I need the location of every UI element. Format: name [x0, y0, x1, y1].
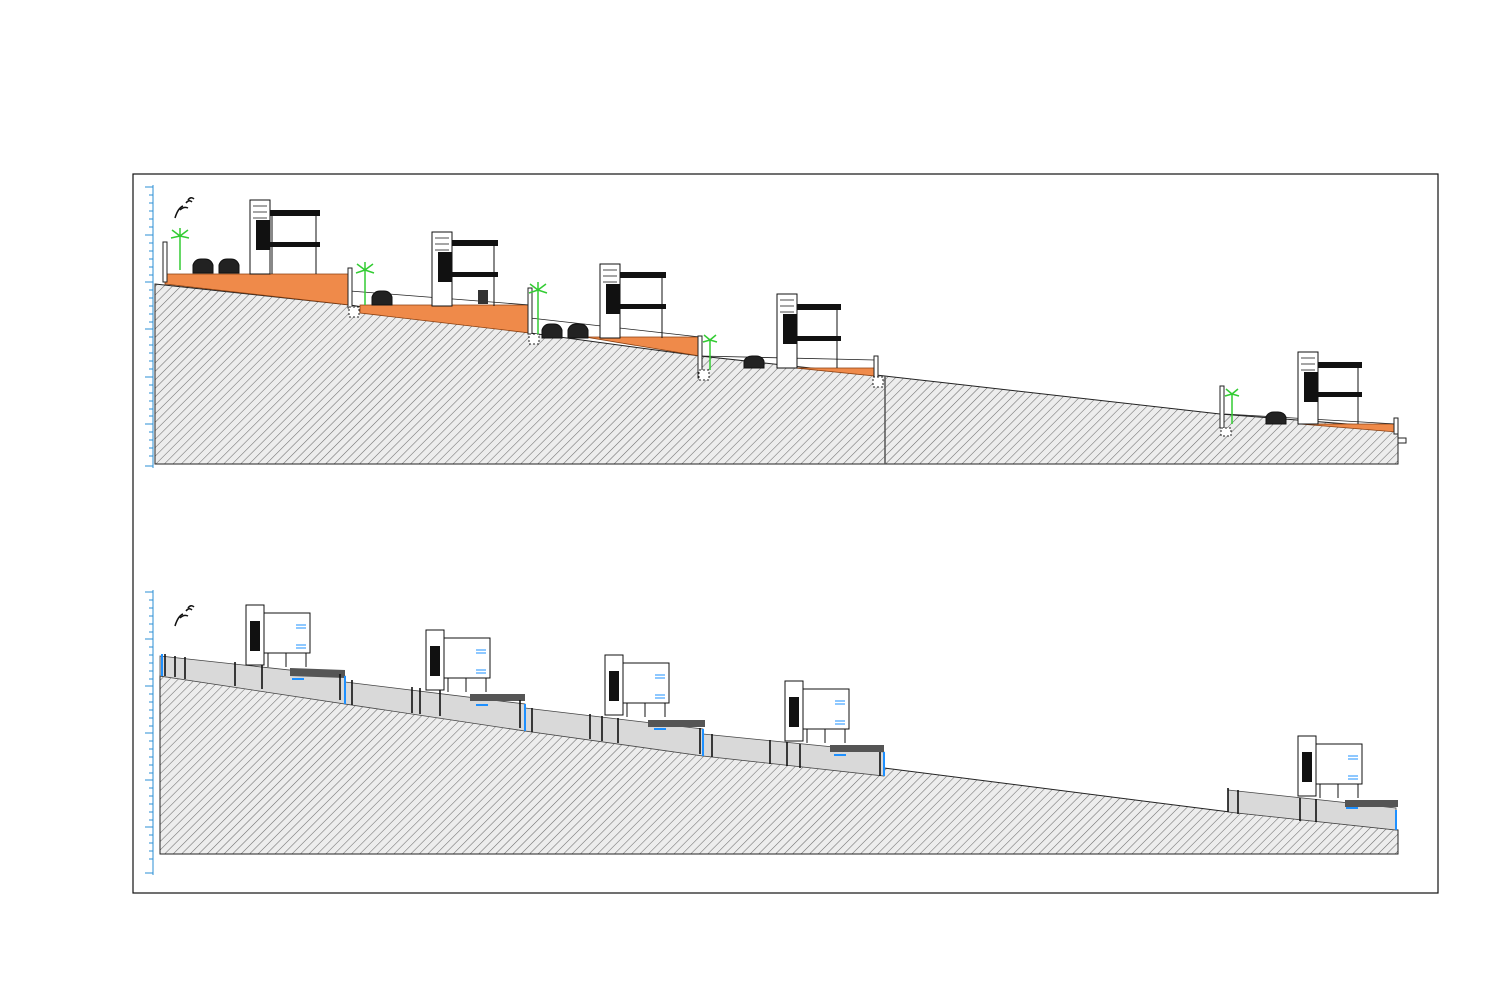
birds-icon [174, 604, 195, 627]
elevation-ruler [145, 185, 154, 468]
sheet-frame [132, 173, 1439, 894]
earth-fill [164, 273, 1397, 433]
palm-tree-icon [170, 228, 1240, 424]
section-bottom [145, 590, 1399, 875]
house-section-icon [249, 199, 1362, 425]
elevation-ruler [145, 590, 154, 875]
terrace-edges [290, 668, 1398, 807]
pool-icon [161, 654, 1397, 830]
birds-icon [174, 196, 195, 219]
section-top [145, 185, 1407, 468]
fence-icon [164, 654, 1317, 822]
car-icon [192, 258, 1287, 425]
retaining-walls [162, 241, 1407, 444]
house-section-icon [245, 604, 1363, 798]
